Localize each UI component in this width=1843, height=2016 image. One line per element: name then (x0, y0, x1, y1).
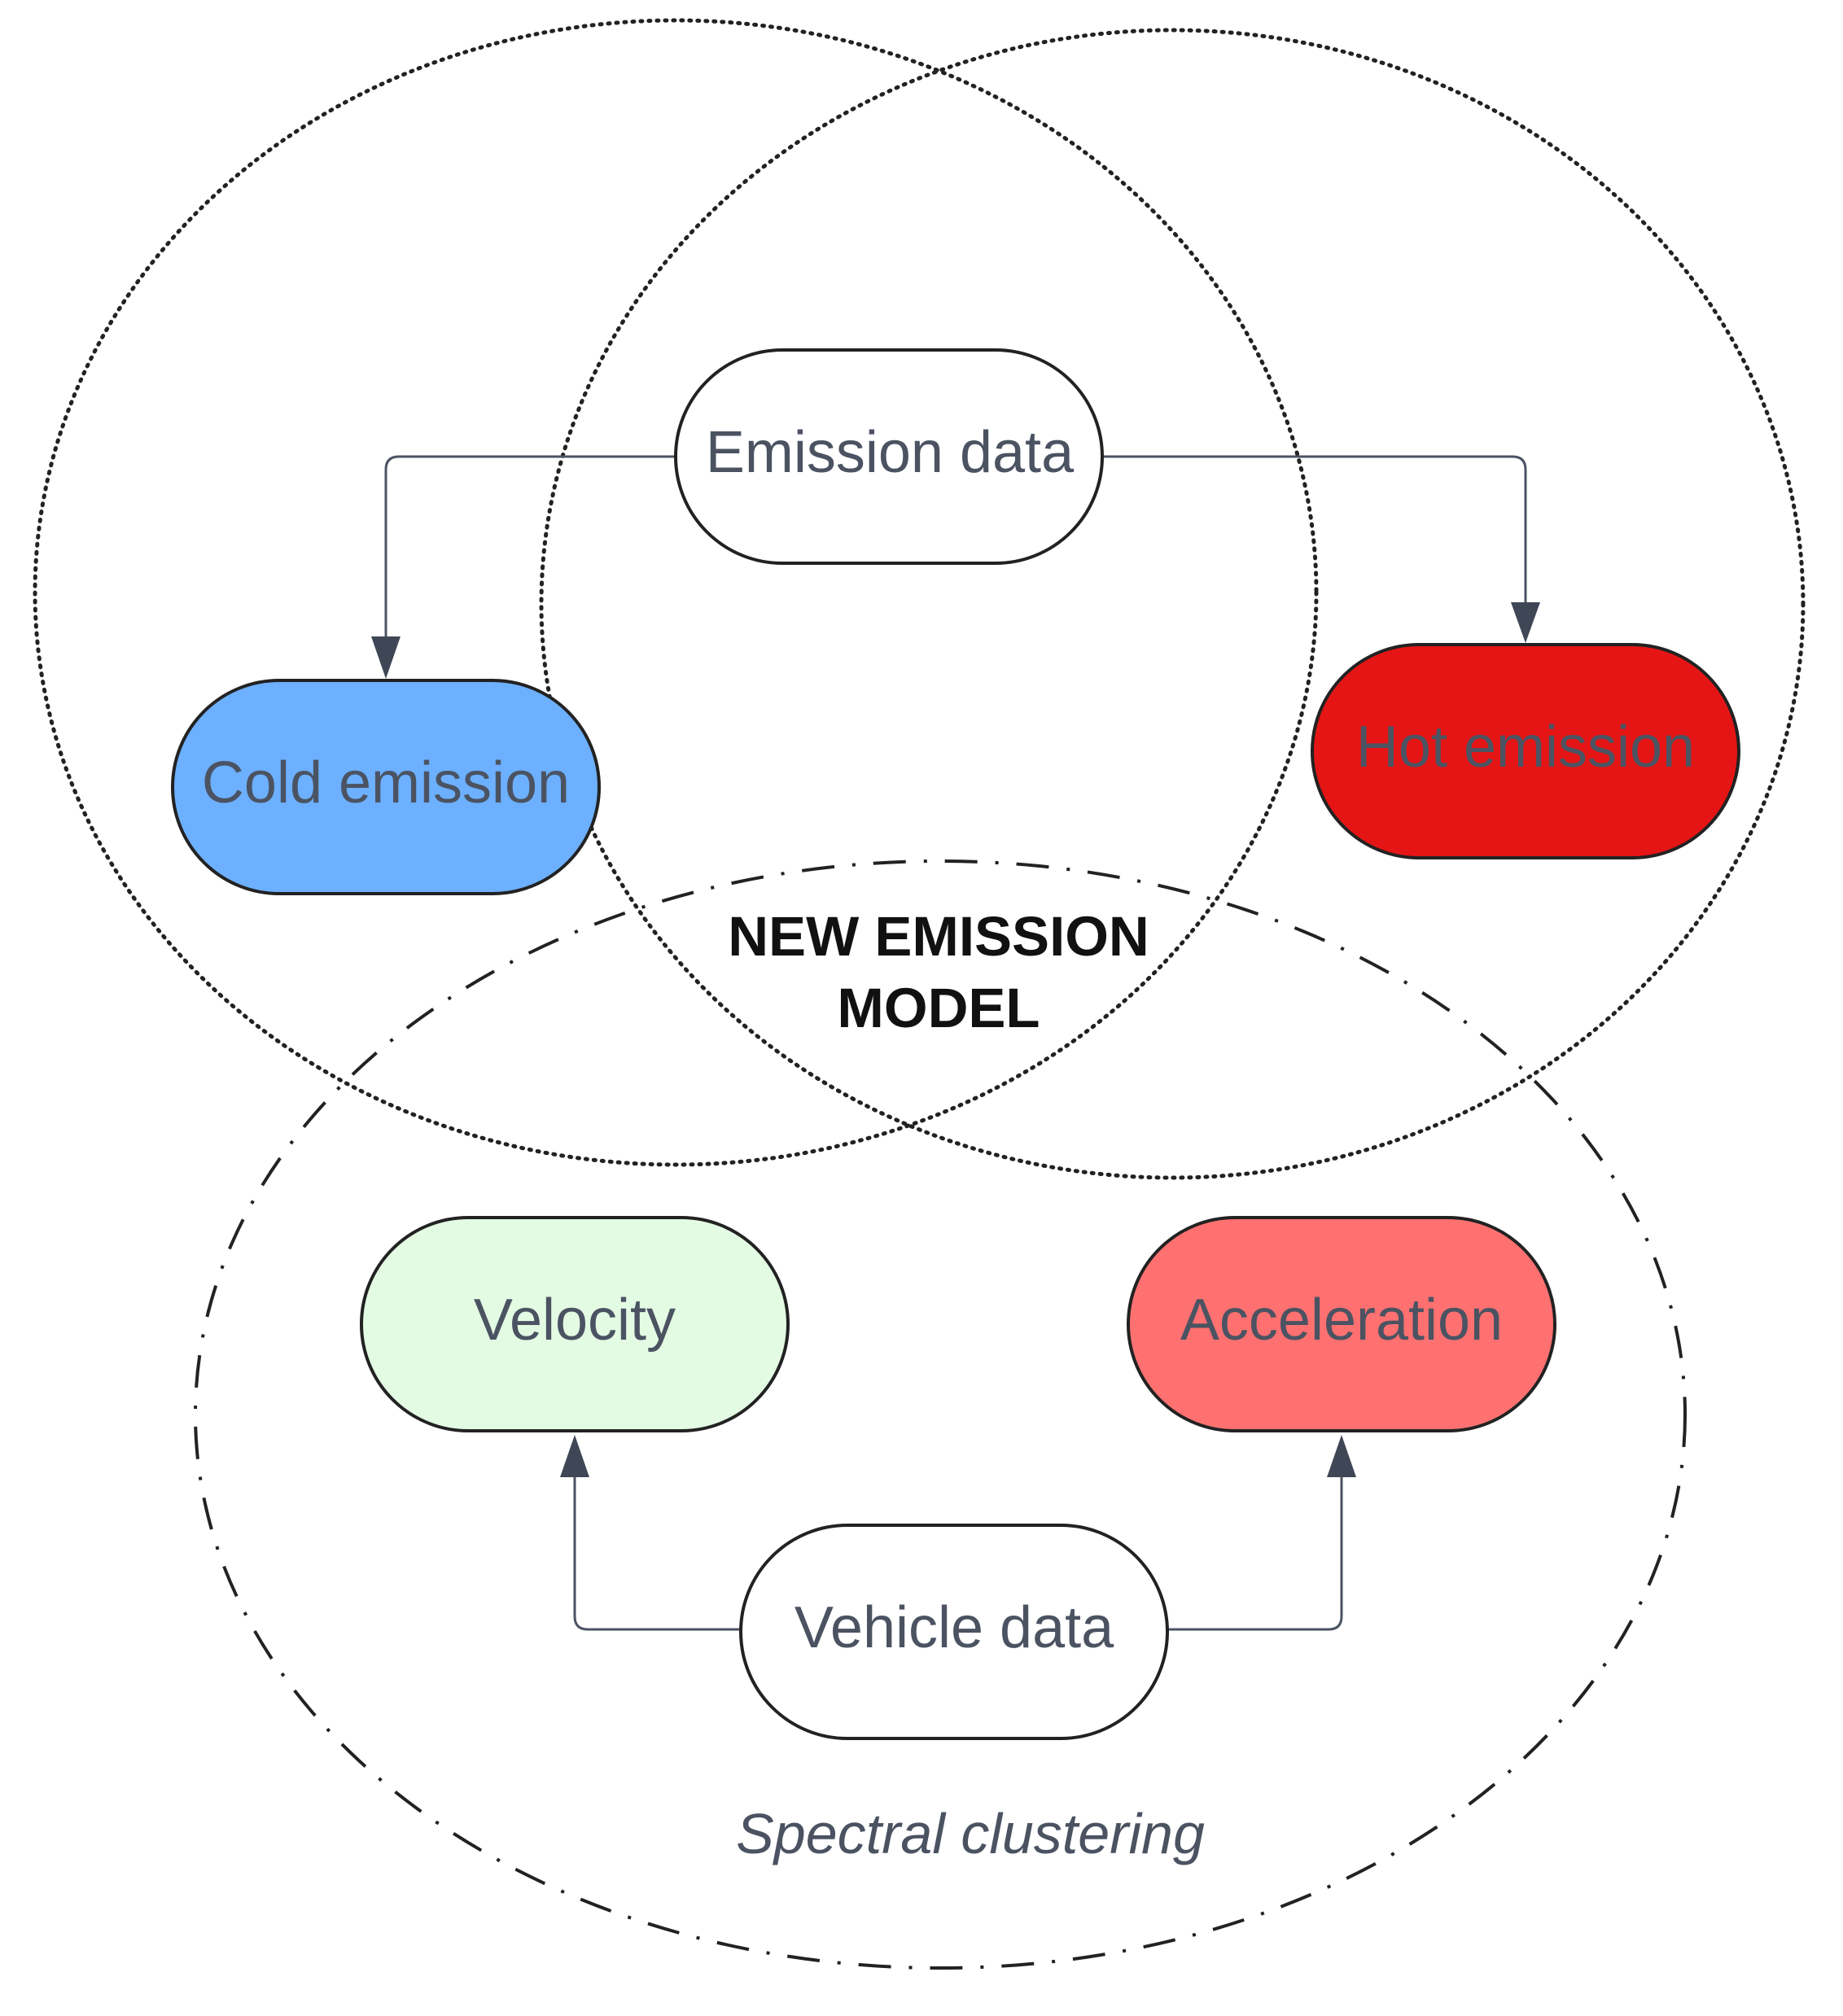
node-emission-data[interactable]: Emission data (674, 348, 1104, 565)
hot-emission-label: Hot emission (1356, 715, 1695, 780)
node-acceleration[interactable]: Acceleration (1127, 1216, 1556, 1432)
hot-emission-scope-circle (539, 28, 1806, 1180)
edge-vehicle-to-velocity (573, 1473, 741, 1631)
cold-emission-shape (171, 679, 601, 895)
arrowhead-hot (1511, 602, 1540, 643)
node-velocity[interactable]: Velocity (360, 1216, 790, 1432)
arrowhead-cold (371, 636, 401, 679)
edge-emission-to-hot (1103, 455, 1527, 607)
velocity-shape (360, 1216, 790, 1432)
vehicle-data-shape (739, 1524, 1169, 1740)
acceleration-label: Acceleration (1180, 1288, 1503, 1353)
emission-data-label: Emission data (706, 420, 1075, 485)
velocity-label: Velocity (474, 1288, 676, 1353)
vehicle-data-label: Vehicle data (795, 1595, 1114, 1660)
spectral-clustering-circle (194, 859, 1687, 1970)
arrowhead-velocity (560, 1435, 589, 1477)
cold-emission-label: Cold emission (202, 750, 570, 816)
node-cold-emission[interactable]: Cold emission (171, 679, 601, 895)
cold-emission-scope-circle (33, 18, 1319, 1167)
edge-vehicle-to-acceleration (1167, 1473, 1343, 1631)
node-hot-emission[interactable]: Hot emission (1311, 643, 1740, 859)
connector-group (371, 455, 1540, 1631)
spectral-clustering-caption: Spectral clustering (736, 1802, 1205, 1865)
hot-emission-shape (1311, 643, 1740, 859)
node-vehicle-data[interactable]: Vehicle data (739, 1524, 1169, 1740)
edge-emission-to-cold (384, 455, 676, 641)
arrowhead-acceleration (1327, 1435, 1356, 1477)
diagram-title-line2: MODEL (837, 977, 1040, 1039)
acceleration-shape (1127, 1216, 1556, 1432)
emission-data-shape (674, 348, 1104, 565)
diagram-title-line1: NEW EMISSION (728, 905, 1149, 968)
